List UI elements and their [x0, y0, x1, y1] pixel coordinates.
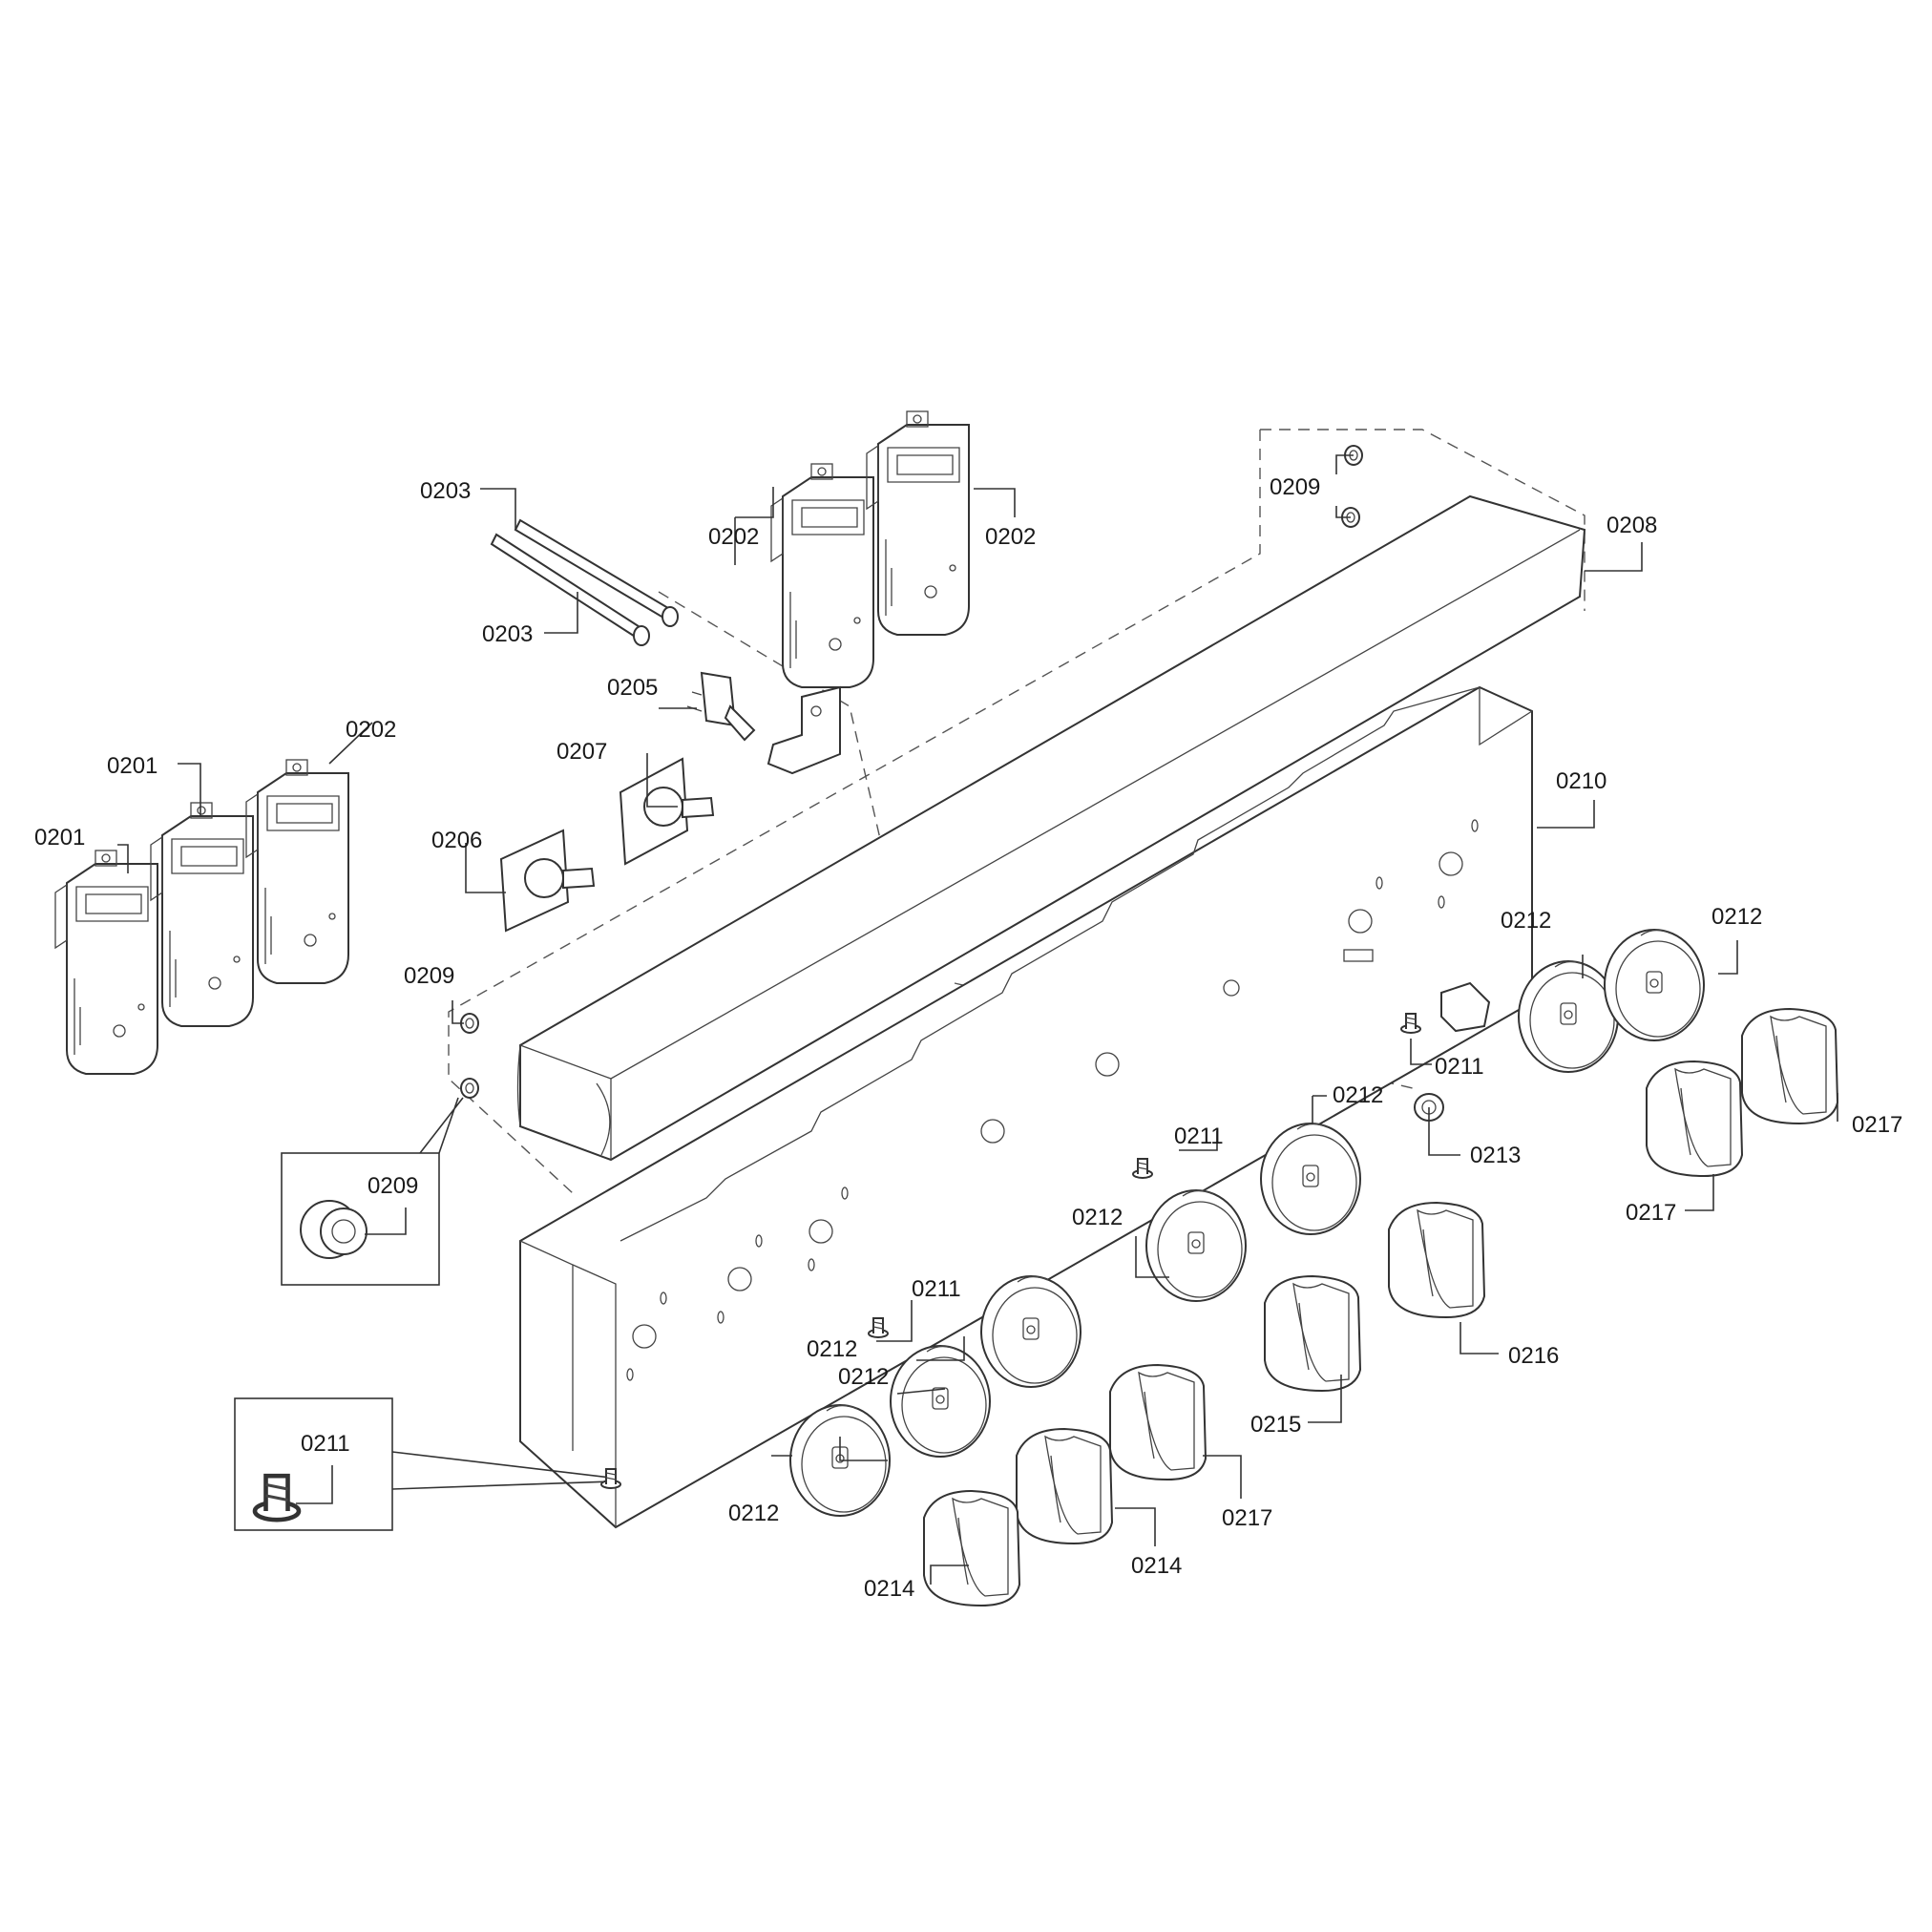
top-trim-bar [516, 494, 1586, 1162]
module-0202-mid [770, 463, 874, 688]
switch-bracket [766, 685, 841, 775]
callout-0216: 0216 [1508, 1343, 1559, 1369]
callout-0214-b: 0214 [1131, 1553, 1182, 1579]
callout-0212-7: 0212 [838, 1364, 889, 1390]
callout-0203-bottom: 0203 [482, 621, 533, 647]
ring-0212-2 [1604, 929, 1705, 1041]
knob-0217-c [1109, 1364, 1207, 1480]
callout-0211-a: 0211 [1435, 1054, 1484, 1080]
inset-box-screw [234, 1397, 612, 1531]
callout-0212-4: 0212 [1072, 1205, 1123, 1230]
callout-0208: 0208 [1606, 513, 1657, 538]
dashed-outline-left [448, 430, 1261, 1194]
callout-0211-inset: 0211 [301, 1431, 350, 1457]
callout-labels: 0201 0201 0202 0202 0202 0203 0203 0205 … [34, 474, 1902, 1602]
callout-0212-6: 0212 [728, 1501, 779, 1526]
knob-0217-a [1741, 1008, 1838, 1124]
knob-0214-a [1016, 1428, 1113, 1544]
dashed-outline-top [1260, 429, 1586, 611]
callout-0201-b: 0201 [107, 753, 158, 779]
callout-0211-c: 0211 [912, 1276, 961, 1302]
callout-0201-a: 0201 [34, 825, 85, 850]
nut-0209-left-b [460, 1078, 479, 1099]
ring-0212-3 [1260, 1123, 1361, 1235]
probe-wires [490, 518, 679, 646]
callout-0217-c: 0217 [1222, 1505, 1272, 1531]
callout-0215: 0215 [1250, 1412, 1301, 1438]
callout-0207: 0207 [556, 739, 607, 765]
leader-lines [117, 454, 1838, 1585]
callout-0202-left: 0202 [346, 717, 396, 743]
ring-0212-6 [890, 1345, 991, 1458]
knob-0216 [1388, 1202, 1485, 1318]
callout-0212-3: 0212 [1333, 1082, 1383, 1108]
ring-0212-1 [1518, 960, 1619, 1073]
callout-0214-a: 0214 [864, 1576, 914, 1602]
module-0202-left [245, 759, 349, 984]
inset-box-nut [281, 1097, 464, 1286]
callout-0213: 0213 [1470, 1143, 1521, 1168]
module-0201-a [54, 850, 158, 1075]
knob-0217-b [1646, 1060, 1743, 1177]
callout-0211-b: 0211 [1174, 1124, 1224, 1149]
callout-0206: 0206 [431, 828, 482, 853]
callout-0209-left: 0209 [404, 963, 454, 989]
callout-0209-top: 0209 [1270, 474, 1320, 500]
valve-0207 [619, 757, 715, 866]
callout-0212-1: 0212 [1501, 908, 1551, 934]
module-0201-b [150, 802, 254, 1027]
callout-0203-top: 0203 [420, 478, 471, 504]
knob-0215 [1264, 1275, 1361, 1392]
callout-0212-5: 0212 [807, 1336, 857, 1362]
knob-0214-b [923, 1490, 1020, 1606]
callout-0217-a: 0217 [1852, 1112, 1902, 1138]
ring-0212-5 [980, 1275, 1082, 1388]
ring-0212-4 [1145, 1189, 1247, 1302]
connector [1440, 981, 1491, 1033]
module-0202-right [866, 410, 970, 636]
callout-0205: 0205 [607, 675, 658, 701]
callout-0202-mid: 0202 [708, 524, 759, 550]
valve-0206 [499, 829, 596, 933]
callout-0202-right: 0202 [985, 524, 1036, 550]
callout-0217-b: 0217 [1626, 1200, 1676, 1226]
callout-0210: 0210 [1556, 768, 1606, 794]
callout-0212-2: 0212 [1712, 904, 1762, 930]
toggle-switch [686, 671, 756, 742]
callout-0209-inset: 0209 [368, 1173, 418, 1199]
